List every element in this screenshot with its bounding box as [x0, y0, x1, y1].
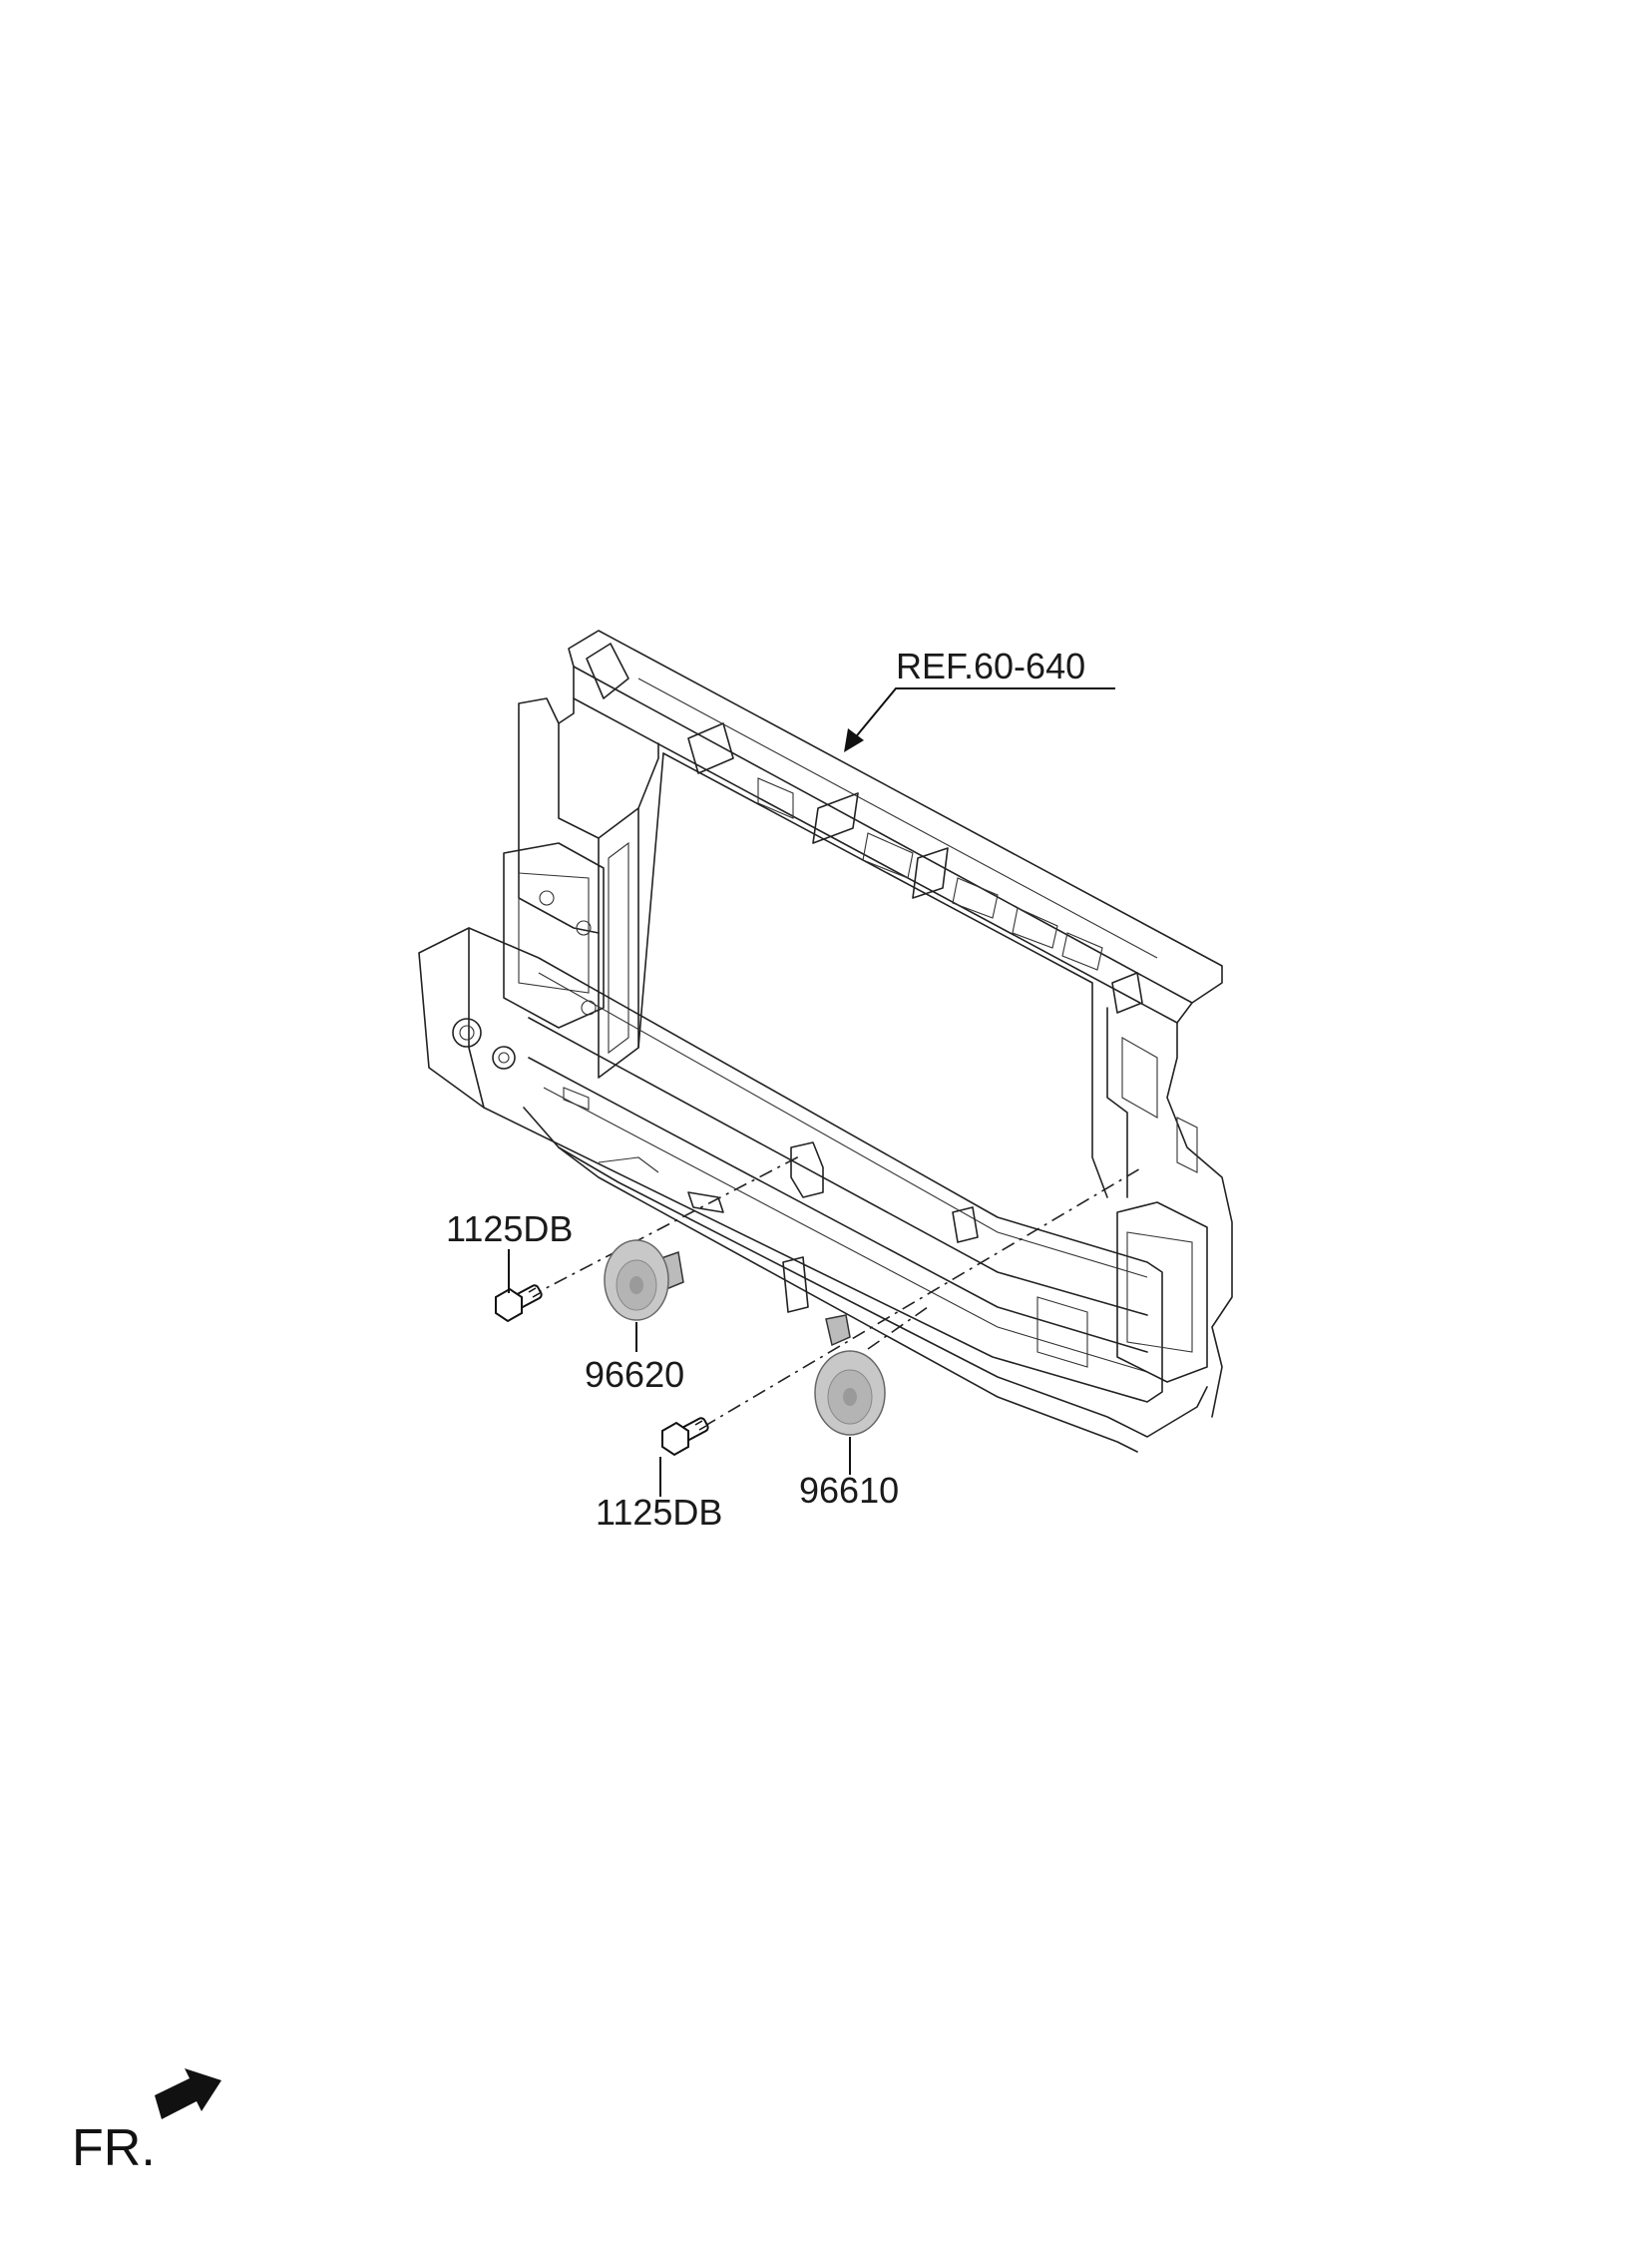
horn-high-label: 96610 [799, 1470, 899, 1511]
bolt-icon [495, 1284, 543, 1323]
bolt-lower-label: 1125DB [596, 1492, 722, 1533]
assembly-lines [528, 1153, 1143, 1428]
horn-icon [604, 1239, 684, 1321]
front-indicator-label: FR. [72, 2119, 156, 2177]
arrow-icon [155, 2068, 221, 2119]
horn-low-label: 96620 [585, 1354, 684, 1395]
ref-label: REF.60-640 [896, 646, 1085, 686]
horn-icon [814, 1314, 886, 1436]
front-end-module [418, 630, 1233, 1453]
label-leaders [508, 1249, 851, 1497]
bolt-icon [661, 1417, 709, 1457]
bolt-upper-label: 1125DB [446, 1208, 573, 1249]
